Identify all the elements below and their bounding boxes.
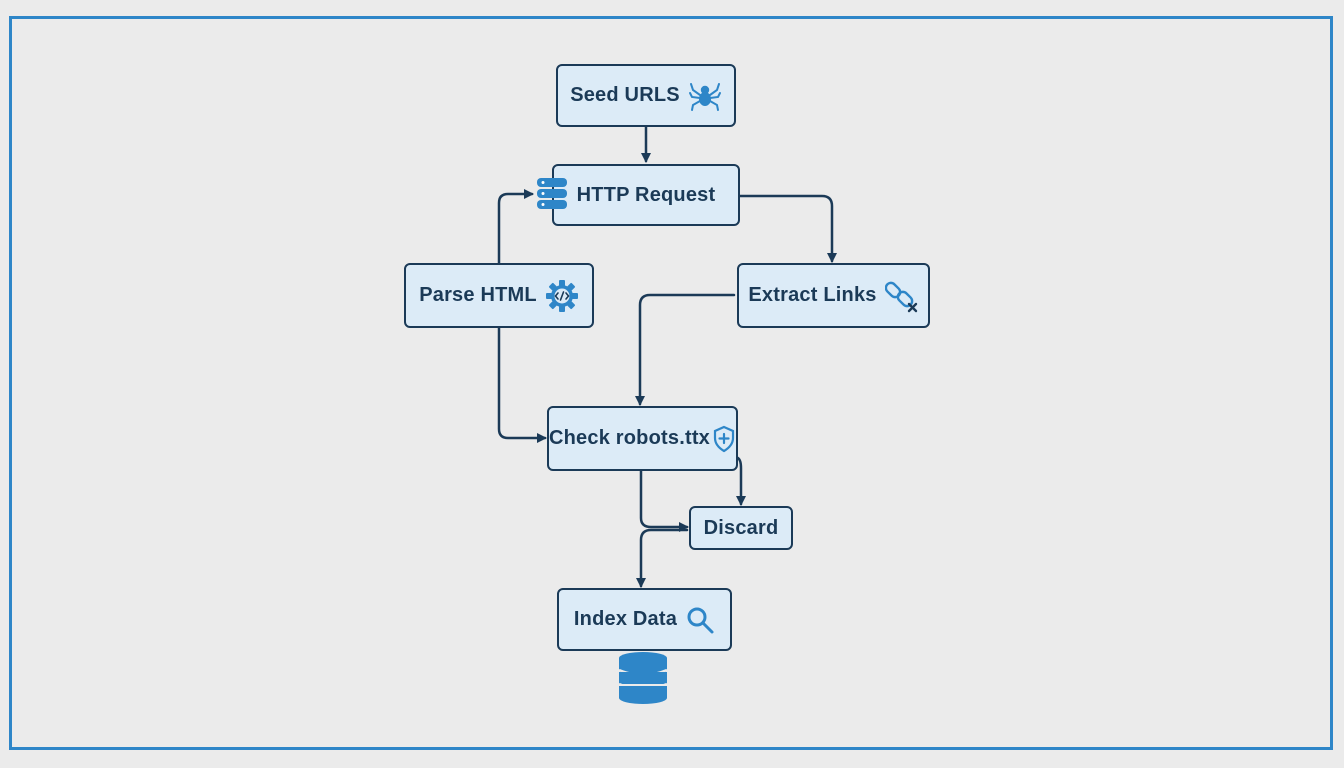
broken-link-icon [884,279,919,313]
database-icon [535,176,569,212]
check-robots-label: Check robots.ttx [549,427,711,449]
search-icon [685,605,715,635]
edge-discard-to-index [636,528,689,588]
index-data-node[interactable]: Index Data [557,588,732,651]
storage-database-icon [617,650,669,706]
extract-links-label: Extract Links [748,284,877,306]
edge-robots-to-discard [736,456,746,506]
spider-icon [688,79,722,113]
edge-http-to-extract [738,194,837,263]
check-robots-node[interactable]: Check robots.ttx [547,406,738,471]
seed-urls-node[interactable]: Seed URLS [556,64,736,127]
edge-parse-to-http [497,189,534,265]
edge-robots-to-discard-merge [639,469,689,532]
parse-html-node[interactable]: Parse HTML [404,263,594,328]
http-request-label: HTTP Request [576,183,716,206]
edge-parse-to-robots [497,326,547,443]
code-gear-icon [545,279,579,313]
seed-urls-label: Seed URLS [570,84,680,106]
discard-label: Discard [703,516,779,539]
http-request-node[interactable]: HTTP Request [552,164,740,226]
parse-html-label: Parse HTML [419,284,537,306]
discard-node[interactable]: Discard [689,506,793,550]
edge-extract-to-robots [635,293,736,406]
shield-icon [712,425,736,453]
extract-links-node[interactable]: Extract Links [737,263,930,328]
index-data-label: Index Data [573,608,678,630]
